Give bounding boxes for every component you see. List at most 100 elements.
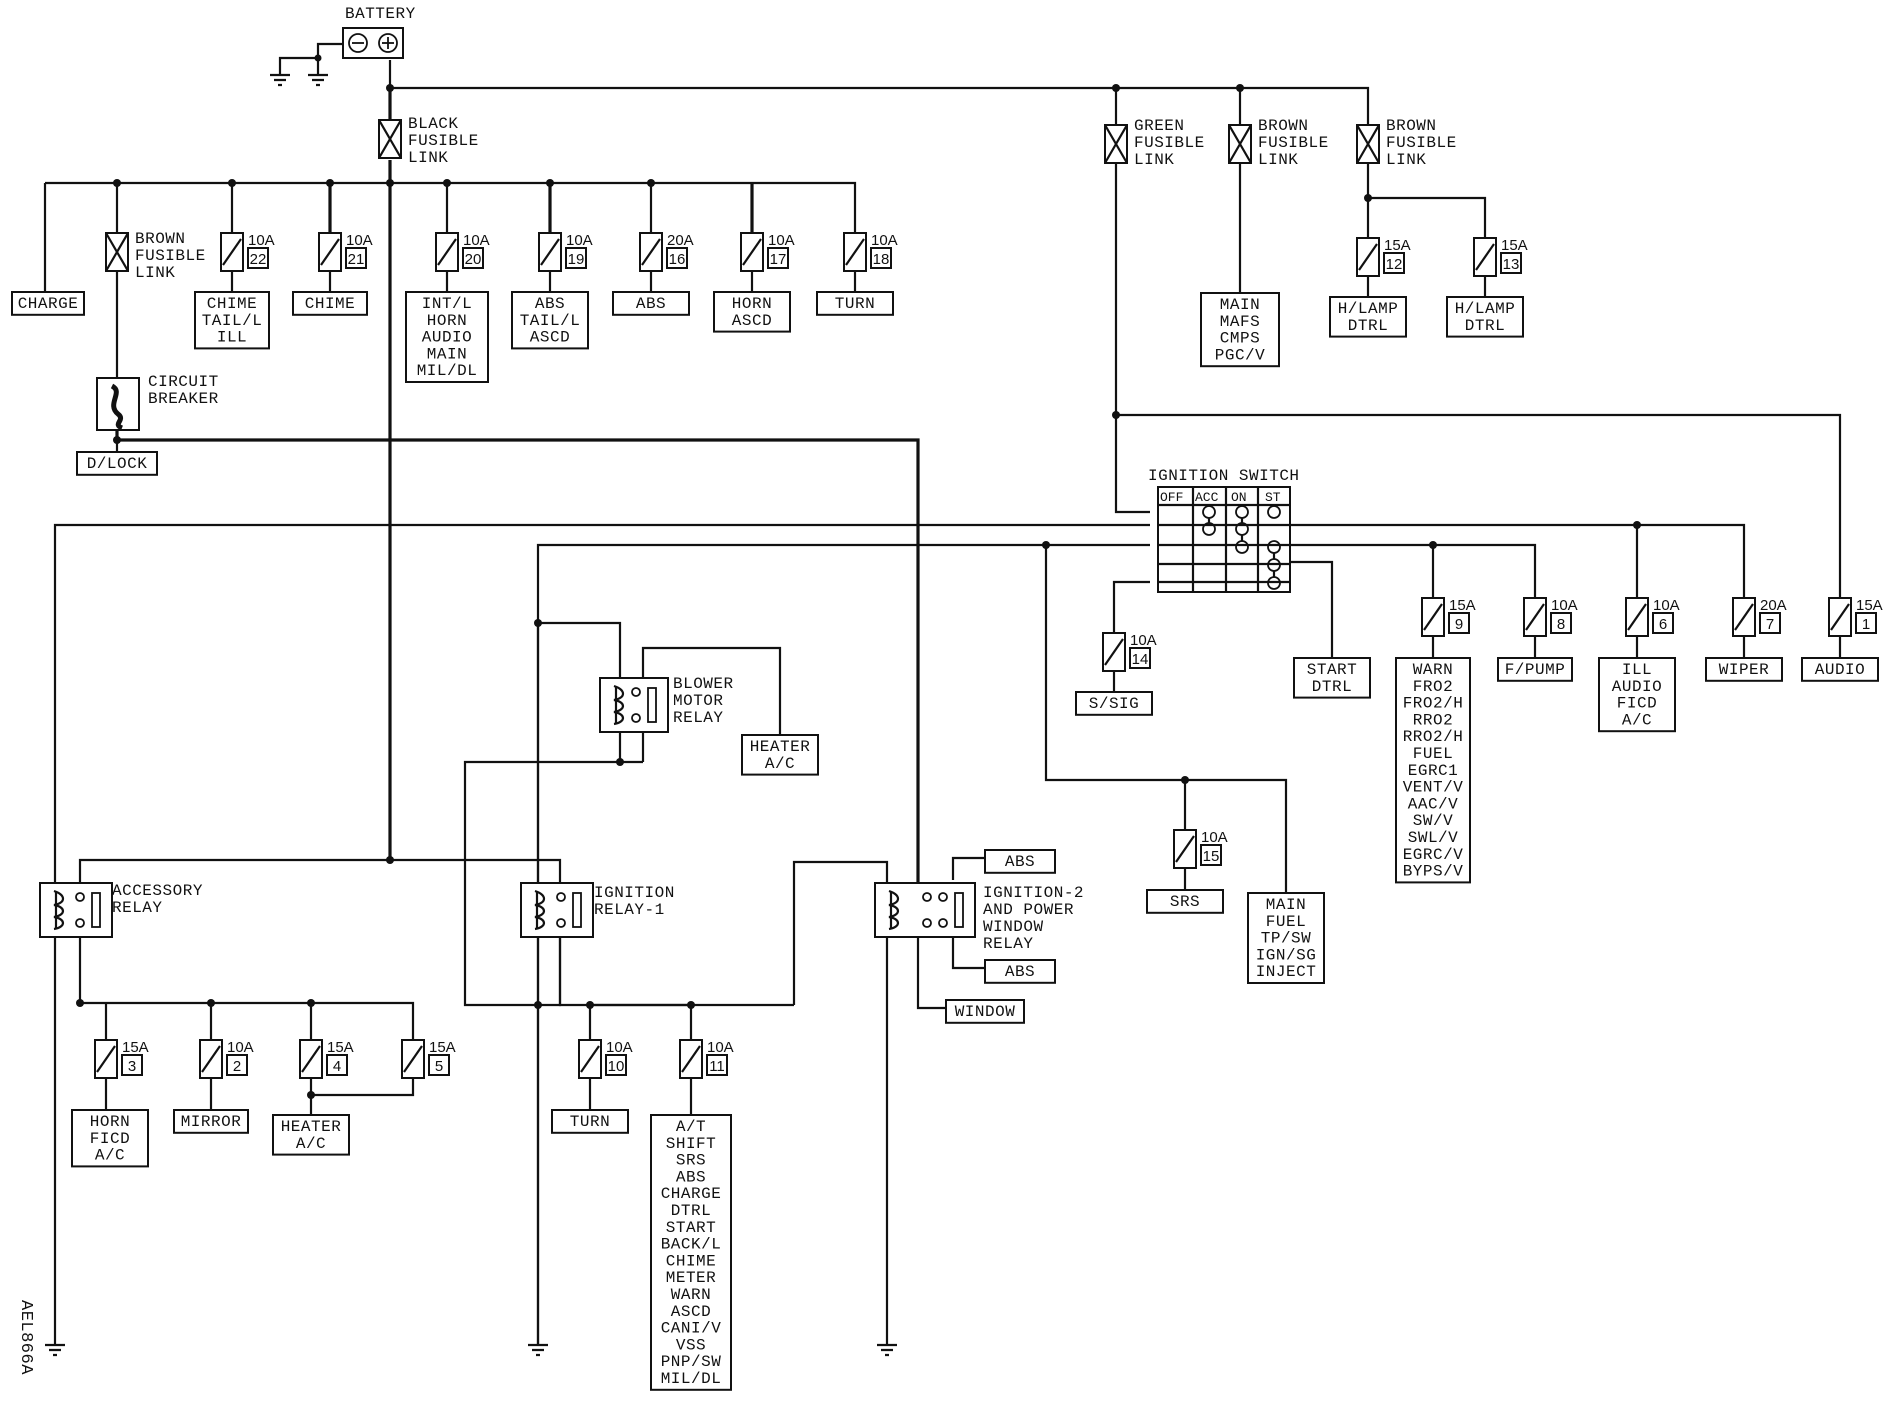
load-fuse2-line: MIRROR	[181, 1113, 242, 1131]
battery: BATTERY	[342, 5, 416, 59]
load-dlock: D/LOCK	[76, 451, 158, 476]
load-fuse15-line: SRS	[1170, 893, 1200, 911]
load-main-mafs-line: CMPS	[1220, 330, 1260, 348]
fuse-amp: 15A	[1501, 237, 1528, 254]
load-fuse11-line: PNP/SW	[661, 1353, 722, 1371]
load-charge: CHARGE	[11, 291, 85, 316]
load-fuse22-line: TAIL/L	[202, 312, 263, 330]
load-fuse11-line: CHIME	[666, 1252, 717, 1270]
ign1-l1: IGNITION	[594, 884, 675, 902]
load-fuse11-line: MIL/DL	[661, 1370, 722, 1388]
fuse-amp: 10A	[871, 232, 898, 249]
green-link-l1: GREEN	[1134, 117, 1185, 135]
black-link-l2: FUSIBLE	[408, 132, 479, 150]
brown-link1-l1: BROWN	[135, 230, 186, 248]
load-fuse9-line: SWL/V	[1408, 829, 1459, 847]
load-fuse14: S/SIG	[1075, 691, 1153, 716]
load-main-mafs-line: PGC/V	[1215, 346, 1266, 364]
fusible-link-icon	[1356, 124, 1380, 164]
fuse-number: 2	[233, 1058, 241, 1075]
ignition-relay-1	[520, 882, 594, 938]
fuse-number: 6	[1659, 616, 1667, 633]
fuse-amp: 10A	[1201, 829, 1228, 846]
load-fuse9: WARNFRO2FRO2/HRRO2RRO2/HFUELEGRC1VENT/VA…	[1395, 657, 1471, 884]
battery-label: BATTERY	[345, 5, 416, 23]
load-fuse10-line: TURN	[570, 1113, 610, 1131]
ign-pos-off: OFF	[1160, 490, 1183, 505]
fuse-number: 20	[465, 251, 482, 268]
ign-pos-st: ST	[1265, 490, 1281, 505]
load-fuse11-line: WARN	[671, 1286, 711, 1304]
load-fuse9-line: BYPS/V	[1403, 863, 1464, 881]
load-fuse11-line: METER	[666, 1269, 717, 1287]
fuse-amp: 20A	[667, 232, 694, 249]
fuse-number: 3	[128, 1058, 136, 1075]
fuse-amp: 10A	[248, 232, 275, 249]
brown-link1-l3: LINK	[135, 264, 175, 282]
load-fuse1-line: AUDIO	[1815, 661, 1866, 679]
load-fuse9-line: RRO2/H	[1403, 728, 1464, 746]
ign2-l4: RELAY	[983, 935, 1034, 953]
fuse-amp: 10A	[606, 1039, 633, 1056]
load-fuse11-line: A/T	[676, 1118, 706, 1136]
load-fuse16-line: ABS	[636, 295, 666, 313]
load-abs-bottom: ABS	[984, 959, 1056, 984]
load-fuse11-line: SRS	[676, 1152, 706, 1170]
load-heater-ac-blower-line: A/C	[765, 755, 795, 773]
load-abs-bottom-line: ABS	[1005, 963, 1035, 981]
battery-ground-icons	[270, 73, 328, 87]
load-fuse21: CHIME	[292, 291, 368, 316]
load-fuse8: F/PUMP	[1497, 657, 1573, 682]
load-fuse17-line: ASCD	[732, 312, 772, 330]
fuse-number: 17	[770, 251, 787, 268]
load-window: WINDOW	[945, 999, 1025, 1024]
load-fuse11-line: DTRL	[671, 1202, 711, 1220]
relay-labels: BLOWER MOTOR RELAY ACCESSORY RELAY IGNIT…	[112, 675, 1084, 953]
load-main-fuel-line: IGN/SG	[1256, 946, 1317, 964]
fusible-link-icon	[1104, 124, 1128, 164]
fusible-link-icon	[378, 119, 402, 159]
load-fuse18: TURN	[816, 291, 894, 316]
load-start-dtrl-line: DTRL	[1312, 678, 1352, 696]
load-fuse19-line: ASCD	[530, 329, 570, 347]
load-fuse11-line: ASCD	[671, 1303, 711, 1321]
load-fuse19-line: TAIL/L	[520, 312, 581, 330]
fuse-number: 5	[435, 1058, 443, 1075]
wires	[43, 42, 1842, 1345]
load-fuse21-line: CHIME	[305, 295, 356, 313]
blower-l2: MOTOR	[673, 692, 724, 710]
ignition-2-relay	[874, 882, 976, 938]
load-fuse9-line: EGRC1	[1408, 762, 1459, 780]
black-link-l3: LINK	[408, 149, 448, 167]
load-fuse11-line: BACK/L	[661, 1236, 722, 1254]
fuse-number: 7	[1766, 616, 1774, 633]
load-fuse4-line: HEATER	[281, 1118, 342, 1136]
black-link-l1: BLACK	[408, 115, 459, 133]
load-main-fuel-line: MAIN	[1266, 896, 1306, 914]
fusible-link-icon	[105, 232, 129, 272]
fusible-links	[105, 119, 1380, 272]
load-fuse3-line: A/C	[95, 1147, 125, 1165]
fuse-number: 21	[348, 251, 365, 268]
load-fuse11-line: START	[666, 1219, 717, 1237]
load-fuse12-line: DTRL	[1348, 317, 1388, 335]
fuse-amp: 10A	[768, 232, 795, 249]
brown-link1-l2: FUSIBLE	[135, 247, 206, 265]
load-window-line: WINDOW	[955, 1003, 1016, 1021]
load-fuse11-line: SHIFT	[666, 1135, 717, 1153]
